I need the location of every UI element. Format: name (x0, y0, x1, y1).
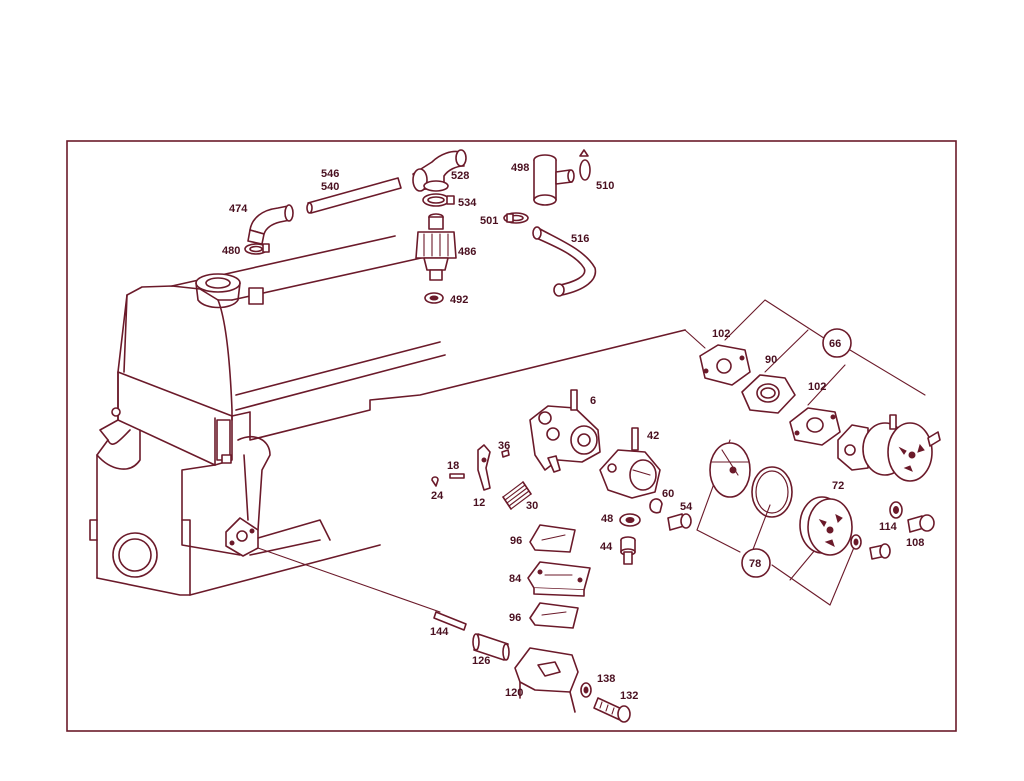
label-540: 540 (321, 181, 339, 193)
label-96-bottom: 96 (509, 612, 521, 624)
label-36: 36 (498, 440, 510, 452)
label-534: 534 (458, 197, 477, 209)
label-6: 6 (590, 395, 596, 407)
part-501-clamp (503, 212, 529, 224)
part-144-pushrod (433, 611, 467, 631)
label-510: 510 (596, 180, 614, 192)
label-102-mid: 102 (808, 381, 826, 393)
label-144: 144 (430, 626, 449, 638)
part-510-clamp (579, 149, 591, 181)
label-30: 30 (526, 500, 538, 512)
label-44: 44 (600, 541, 613, 553)
label-126: 126 (472, 655, 490, 667)
part-12-lever (477, 444, 491, 491)
label-474: 474 (229, 203, 248, 215)
part-102-gasket-top (699, 344, 751, 386)
label-84: 84 (509, 573, 522, 585)
part-528-elbow (412, 149, 467, 192)
part-6-pump-body (529, 389, 601, 473)
label-90: 90 (765, 354, 777, 366)
part-96-gasket-top (529, 524, 576, 553)
part-516-hose (532, 226, 597, 297)
part-54-screw (667, 513, 692, 531)
part-486-valve (415, 213, 457, 281)
part-36-pin (501, 449, 510, 458)
label-132: 132 (620, 690, 638, 702)
label-108: 108 (906, 537, 924, 549)
part-534-clamp (422, 193, 455, 207)
part-474-elbow (247, 204, 294, 245)
label-54: 54 (680, 501, 693, 513)
label-42: 42 (647, 430, 659, 442)
label-546: 546 (321, 168, 339, 180)
part-66-pump-assembly (837, 414, 941, 482)
label-501: 501 (480, 215, 498, 227)
part-42-pump-cover (599, 427, 661, 499)
label-12: 12 (473, 497, 485, 509)
label-72: 72 (832, 480, 844, 492)
diagram-border (66, 140, 957, 732)
part-120-bracket (514, 647, 579, 713)
part-18-pin (449, 473, 465, 479)
label-480: 480 (222, 245, 240, 257)
engine-block (89, 235, 686, 596)
label-138: 138 (597, 673, 615, 685)
part-96-gasket-bottom (529, 602, 579, 629)
label-18: 18 (447, 460, 459, 472)
part-small-washer (850, 534, 862, 550)
part-screw-right (869, 543, 891, 560)
part-114-washer (889, 501, 903, 519)
label-66: 66 (829, 338, 841, 350)
part-48-washer (619, 513, 641, 527)
label-78: 78 (749, 558, 761, 570)
part-480-clamp (244, 243, 270, 255)
label-516: 516 (571, 233, 589, 245)
part-102-gasket-mid (789, 407, 841, 446)
callout-circle-66 (822, 328, 852, 358)
part-oring (751, 466, 793, 518)
label-486: 486 (458, 246, 476, 258)
label-96-top: 96 (510, 535, 522, 547)
label-120: 120 (505, 687, 523, 699)
part-44-plug (620, 536, 636, 565)
part-72-cover (799, 496, 853, 556)
part-126-sleeve (472, 633, 510, 661)
label-102-top: 102 (712, 328, 730, 340)
part-132-bolt (593, 697, 631, 723)
label-60: 60 (662, 488, 674, 500)
part-90-spacer (741, 374, 796, 414)
label-492: 492 (450, 294, 468, 306)
part-546-540-hose (306, 177, 402, 214)
part-30-spring (502, 481, 532, 510)
part-498-tee (533, 154, 575, 206)
label-528: 528 (451, 170, 469, 182)
part-84-spacer (527, 561, 591, 597)
label-498: 498 (511, 162, 529, 174)
label-114: 114 (879, 521, 898, 533)
part-24-clip (431, 476, 439, 487)
part-60-clip (649, 498, 663, 514)
part-492-washer (424, 292, 444, 304)
part-108-bolt (907, 514, 935, 533)
part-138-washer (580, 682, 592, 698)
label-24: 24 (431, 490, 444, 502)
part-valve-disc (709, 442, 751, 498)
label-48: 48 (601, 513, 613, 525)
callout-circle-78 (741, 548, 771, 578)
